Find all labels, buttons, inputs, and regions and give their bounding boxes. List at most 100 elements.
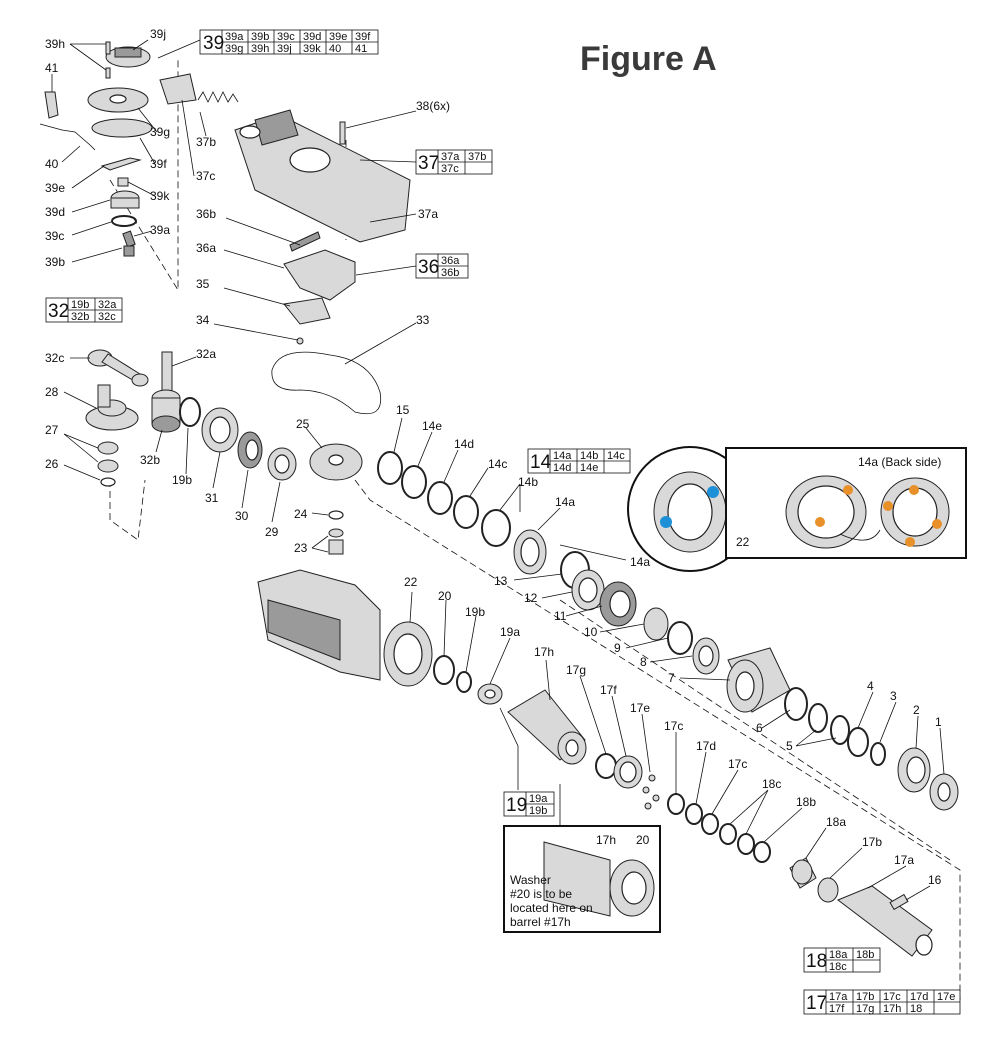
label-22: 22 — [404, 575, 418, 589]
kit-14-cell: 14c — [607, 450, 625, 462]
inset-label-14a-back: 14a (Back side) — [858, 455, 941, 469]
kit-18-cell: 18c — [829, 961, 847, 973]
part-8-bushing — [692, 637, 720, 675]
label-19a: 19a — [500, 625, 520, 639]
marker-orange-dot — [909, 485, 919, 495]
inset-box-14a-back: 14a (Back side) 22 — [725, 447, 967, 559]
part-15-ring — [377, 451, 403, 485]
part-34-screw — [296, 337, 304, 345]
part-40-spring — [39, 123, 96, 151]
label-37c: 37c — [196, 169, 215, 183]
label-17b: 17b — [862, 835, 882, 849]
label-6: 6 — [756, 721, 763, 735]
marker-blue-dot — [707, 486, 719, 498]
note-text-line1: Washer — [510, 873, 551, 887]
label-39e: 39e — [45, 181, 65, 195]
label-39c: 39c — [45, 229, 64, 243]
kit-14-cell: 14e — [580, 462, 598, 474]
part-17h-barrel — [507, 689, 587, 765]
label-28: 28 — [45, 385, 59, 399]
label-14e: 14e — [422, 419, 442, 433]
part-4-ring — [847, 727, 869, 757]
label-17c: 17c — [664, 719, 683, 733]
part-20-washer — [433, 655, 455, 685]
label-5: 5 — [786, 739, 793, 753]
part-38-screw — [339, 121, 346, 145]
label-37b: 37b — [196, 135, 216, 149]
part-41-clip — [44, 91, 59, 119]
kit-39-cell: 39g — [225, 43, 243, 55]
part-17f-ring — [613, 755, 643, 789]
kit-19-number: 19 — [506, 795, 527, 816]
label-19b-top: 19b — [172, 473, 192, 487]
label-2: 2 — [913, 703, 920, 717]
kit-17-cell: 17f — [829, 1003, 845, 1015]
label-4: 4 — [867, 679, 874, 693]
part-31-clutch — [201, 407, 239, 453]
kit-39-cell: 40 — [329, 43, 341, 55]
part-17c-ring — [667, 793, 685, 815]
label-25: 25 — [296, 417, 310, 431]
kit-18-cell: 18b — [856, 949, 874, 961]
label-39a: 39a — [150, 223, 170, 237]
label-30: 30 — [235, 509, 249, 523]
kit-17-cell: 17e — [937, 991, 955, 1003]
label-36b: 36b — [196, 207, 216, 221]
label-18b: 18b — [796, 795, 816, 809]
kit-18-table: 18 18a 18b 18c — [803, 947, 881, 973]
part-labels: 39h 39j 41 39g 40 39f 39e 39k 39d 39c 39… — [45, 27, 942, 887]
part-16-key — [889, 893, 909, 911]
kit-39-number: 39 — [203, 33, 224, 54]
kit-17-cell: 17g — [856, 1003, 874, 1015]
part-19b-ring-top — [179, 397, 201, 427]
kit-39-cell: 41 — [355, 43, 367, 55]
marker-orange-dot — [932, 519, 942, 529]
marker-orange-dot — [883, 501, 893, 511]
inset-label-22: 22 — [736, 535, 750, 549]
kit-37-cell: 37a — [441, 151, 460, 163]
kit-17-cell: 17c — [883, 991, 901, 1003]
part-37b-spring — [197, 91, 239, 103]
kit-32-cell: 32b — [71, 311, 89, 323]
kit-14-number: 14 — [530, 452, 552, 473]
label-18c: 18c — [762, 777, 781, 791]
label-9: 9 — [614, 641, 621, 655]
label-24: 24 — [294, 507, 308, 521]
kit-39-cell: 39f — [355, 31, 371, 43]
label-17h: 17h — [534, 645, 554, 659]
kit-17-cell: 18 — [910, 1003, 922, 1015]
part-37-housing — [234, 109, 411, 243]
kit-39-cell: 39k — [303, 43, 321, 55]
part-39e-plate — [100, 157, 142, 171]
note-text-line2: #20 is to be — [510, 887, 572, 901]
kit-36-cell: 36b — [441, 267, 459, 279]
label-32a: 32a — [196, 347, 216, 361]
label-7: 7 — [668, 671, 675, 685]
part-35-cover — [283, 297, 331, 325]
label-32c: 32c — [45, 351, 64, 365]
kit-14-cell: 14d — [553, 462, 571, 474]
label-39f: 39f — [150, 157, 167, 171]
part-30-gearring — [237, 431, 263, 469]
label-41: 41 — [45, 61, 59, 75]
inset-box-barrel-note: 17h 20 Washer #20 is to be located here … — [503, 825, 661, 933]
kit-17-cell: 17d — [910, 991, 928, 1003]
part-17b-ring — [817, 877, 839, 903]
kit-14-table: 14 14a 14b 14c 14d 14e — [527, 448, 631, 474]
kit-17-cell: 17a — [829, 991, 848, 1003]
kit-19-cell: 19a — [529, 793, 548, 805]
kit-36-cell: 36a — [441, 255, 460, 267]
inset-circle-14a — [627, 446, 753, 572]
label-38: 38(6x) — [416, 99, 450, 113]
part-39c-oring — [111, 215, 137, 227]
kit-18-cell: 18a — [829, 949, 848, 961]
kit-39-cell: 39j — [277, 43, 292, 55]
marker-orange-dot — [905, 537, 915, 547]
label-33: 33 — [416, 313, 430, 327]
figure-title: Figure A — [580, 40, 717, 78]
part-14d-ring — [427, 481, 453, 515]
label-31: 31 — [205, 491, 219, 505]
label-18a: 18a — [826, 815, 846, 829]
part-17a-spindle — [837, 885, 933, 957]
